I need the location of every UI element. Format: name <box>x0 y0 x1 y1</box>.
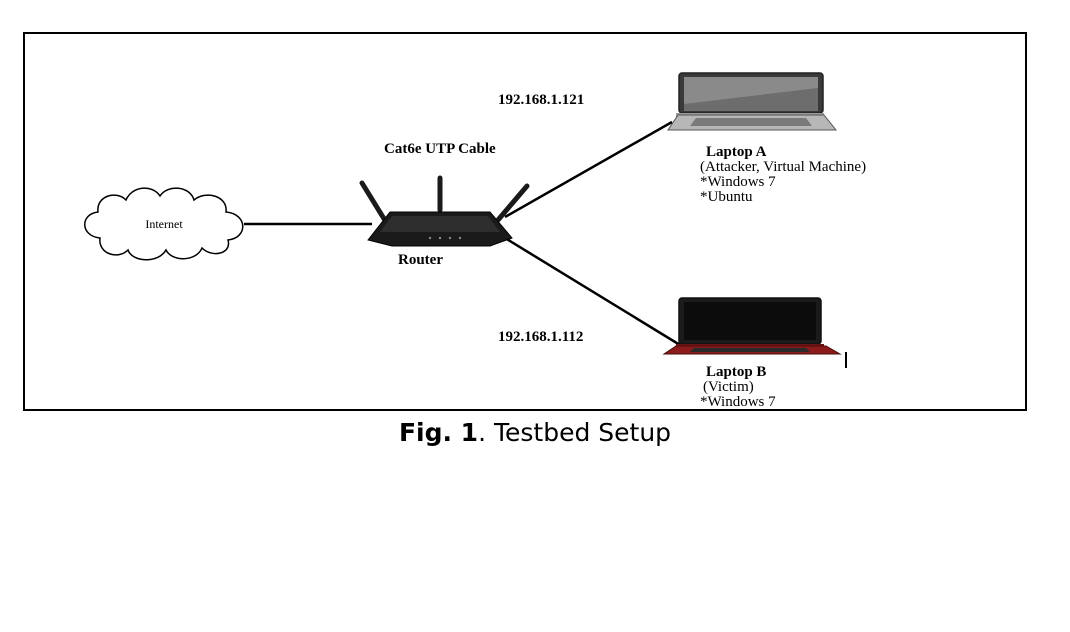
cable-label: Cat6e UTP Cable <box>384 141 496 157</box>
router-label: Router <box>398 252 443 268</box>
link-router-laptop-a <box>504 120 673 219</box>
laptop-b-ip: 192.168.1.112 <box>498 329 583 345</box>
laptop-a-os-1: *Windows 7 <box>700 174 776 190</box>
laptop-b-icon <box>662 297 842 355</box>
caption-text: . Testbed Setup <box>478 418 672 447</box>
laptop-a-os-2: *Ubuntu <box>700 189 753 205</box>
laptop-b-title: Laptop B <box>706 364 766 380</box>
caption-prefix: Fig. 1 <box>398 418 479 447</box>
laptop-b-subtitle: (Victim) <box>703 379 754 395</box>
internet-label: Internet <box>145 217 183 231</box>
link-router-laptop-b <box>504 236 681 347</box>
internet-cloud-icon <box>84 187 244 261</box>
router-icon <box>359 175 530 247</box>
figure-caption: Fig. 1. Testbed Setup <box>0 418 1070 447</box>
laptop-a-icon <box>667 72 838 131</box>
laptop-a-title: Laptop A <box>706 144 767 160</box>
laptop-b-os-1: *Windows 7 <box>700 394 776 410</box>
laptop-a-subtitle: (Attacker, Virtual Machine) <box>700 159 866 175</box>
laptop-a-ip: 192.168.1.121 <box>498 92 584 108</box>
